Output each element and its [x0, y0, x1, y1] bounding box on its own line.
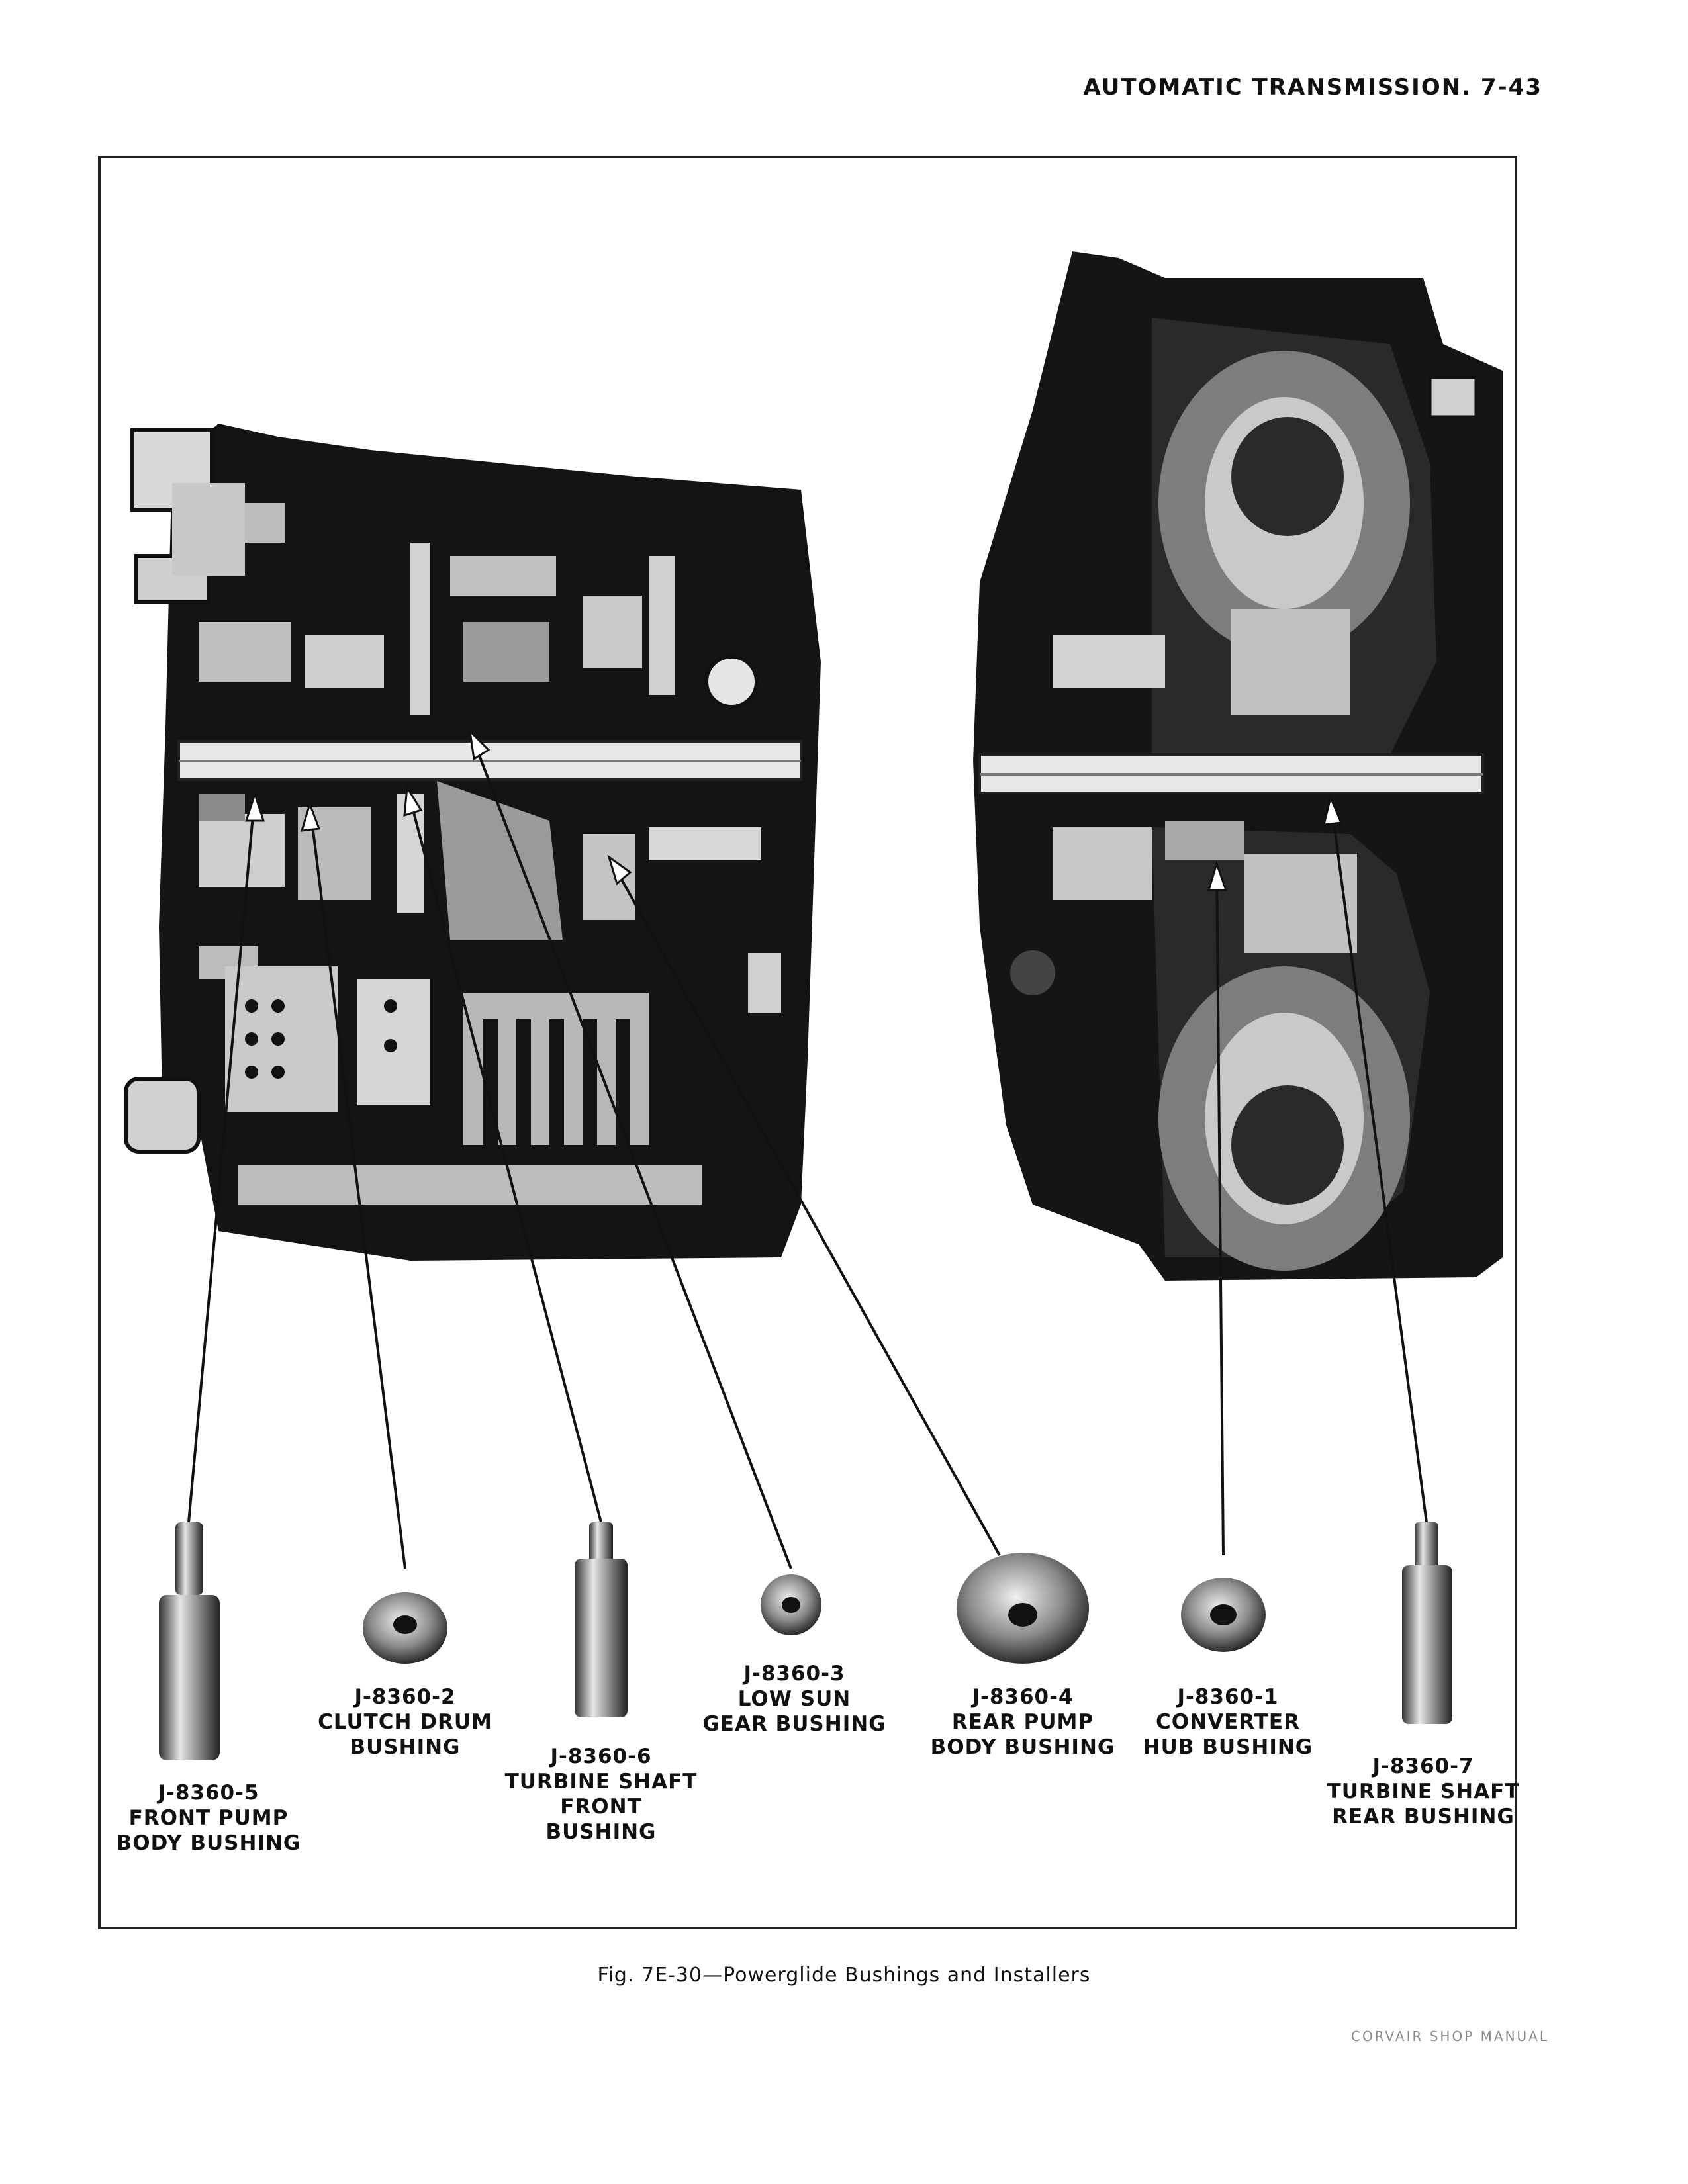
transmission-cutaway-illustration	[124, 424, 821, 1261]
running-header: AUTOMATIC TRANSMISSION. 7-43	[1083, 74, 1542, 101]
tool-label-j-8360-3: J-8360-3 LOW SUN GEAR BUSHING	[695, 1661, 894, 1737]
tool-label-j-8360-4: J-8360-4 REAR PUMP BODY BUSHING	[923, 1684, 1122, 1760]
tool-description-line: FRONT PUMP	[128, 1806, 289, 1830]
tool-description-line: BODY BUSHING	[116, 1831, 301, 1855]
tool-label-j-8360-2: J-8360-2 CLUTCH DRUM BUSHING	[306, 1684, 504, 1760]
torque-converter-cutaway-illustration	[973, 251, 1503, 1281]
tool-description-line: FRONT BUSHING	[545, 1795, 657, 1844]
tool-part-number: J-8360-4	[972, 1685, 1074, 1709]
installer-tool-j-8360-6	[575, 1522, 628, 1717]
tool-description-line: BODY BUSHING	[930, 1735, 1115, 1759]
tool-label-j-8360-6: J-8360-6 TURBINE SHAFT FRONT BUSHING	[502, 1744, 700, 1844]
tool-description-line: GEAR BUSHING	[702, 1712, 886, 1736]
tool-label-j-8360-1: J-8360-1 CONVERTER HUB BUSHING	[1129, 1684, 1327, 1760]
installer-tool-j-8360-5	[159, 1522, 220, 1760]
tool-description-line: HUB BUSHING	[1143, 1735, 1313, 1759]
installer-tool-j-8360-4	[957, 1553, 1089, 1664]
installer-tool-j-8360-2	[363, 1592, 447, 1664]
tool-description-line: CLUTCH DRUM	[318, 1710, 492, 1734]
installer-tool-j-8360-3	[761, 1574, 821, 1635]
installer-tool-j-8360-1	[1181, 1578, 1266, 1652]
tool-part-number: J-8360-1	[1177, 1685, 1279, 1709]
leader-lines	[187, 731, 1428, 1569]
tool-part-number: J-8360-6	[550, 1745, 652, 1768]
installer-tool-j-8360-7	[1402, 1522, 1452, 1724]
leader-arrowheads	[244, 728, 1343, 891]
tool-description-line: REAR PUMP	[951, 1710, 1094, 1734]
manual-footer: CORVAIR SHOP MANUAL	[1350, 2028, 1549, 2044]
tool-part-number: J-8360-7	[1372, 1754, 1474, 1778]
figure-caption: Fig. 7E-30—Powerglide Bushings and Insta…	[597, 1964, 1091, 1987]
tool-description-line: BUSHING	[350, 1735, 461, 1759]
tool-part-number: J-8360-2	[354, 1685, 456, 1709]
tool-part-number: J-8360-5	[158, 1781, 259, 1805]
tool-label-j-8360-7: J-8360-7 TURBINE SHAFT REAR BUSHING	[1324, 1754, 1523, 1829]
tool-part-number: J-8360-3	[743, 1662, 845, 1686]
tool-description-line: REAR BUSHING	[1332, 1805, 1515, 1829]
tool-description-line: TURBINE SHAFT	[504, 1770, 698, 1794]
tool-label-j-8360-5: J-8360-5 FRONT PUMP BODY BUSHING	[109, 1780, 308, 1856]
tool-description-line: CONVERTER	[1156, 1710, 1300, 1734]
figure-frame	[98, 156, 1517, 1929]
tool-description-line: TURBINE SHAFT	[1327, 1780, 1520, 1803]
tool-description-line: LOW SUN	[737, 1687, 851, 1711]
